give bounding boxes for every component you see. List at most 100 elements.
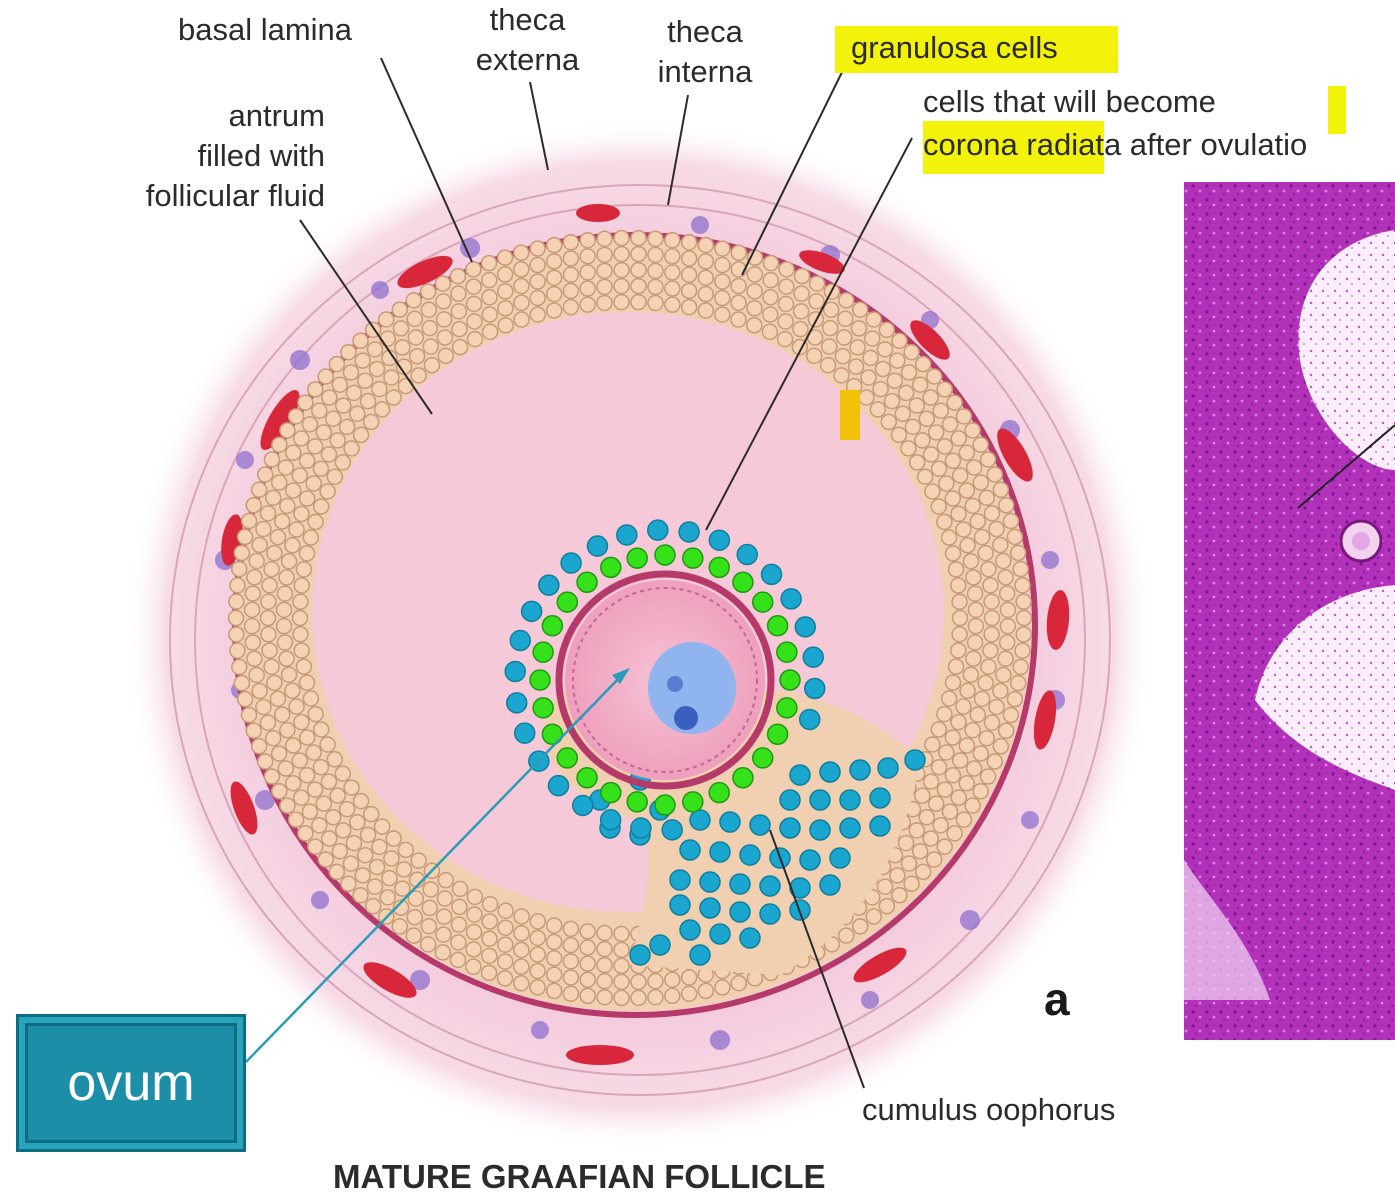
cell xyxy=(911,843,929,860)
ovum-pointer xyxy=(245,671,626,1063)
cell xyxy=(306,781,324,798)
cell xyxy=(613,293,630,311)
cell xyxy=(914,863,932,881)
label-theca-externa-line1: theca xyxy=(489,2,566,37)
cell xyxy=(916,468,934,485)
cell xyxy=(284,775,302,792)
cell xyxy=(259,609,277,627)
cell xyxy=(669,869,691,891)
cell xyxy=(317,368,335,385)
cell xyxy=(964,422,981,439)
cell xyxy=(297,394,314,411)
cell xyxy=(682,547,704,569)
cell xyxy=(982,642,999,659)
cell xyxy=(874,360,892,378)
cell xyxy=(317,851,335,868)
cell xyxy=(793,285,810,302)
label-theca-interna-line2: interna xyxy=(657,54,753,89)
cell xyxy=(983,609,1001,627)
cell xyxy=(529,946,546,963)
cell xyxy=(946,825,963,842)
cell xyxy=(944,545,962,562)
cell xyxy=(697,236,715,254)
cell xyxy=(435,311,453,328)
cell xyxy=(732,766,754,789)
cell xyxy=(936,781,954,798)
cell xyxy=(950,577,967,594)
label-basal-lamina: basal lamina xyxy=(178,12,353,47)
cell xyxy=(436,890,454,907)
cell xyxy=(261,642,278,659)
cell xyxy=(255,698,272,716)
cell xyxy=(465,295,483,313)
cell xyxy=(450,285,467,302)
cell xyxy=(664,248,681,265)
cell xyxy=(914,432,931,449)
cell xyxy=(579,296,596,313)
cell xyxy=(992,481,1010,498)
cell xyxy=(556,591,579,613)
cell xyxy=(908,822,926,839)
corona-radiata-cells xyxy=(529,544,801,816)
cell xyxy=(664,231,681,249)
cell xyxy=(708,529,731,551)
cell xyxy=(819,357,837,374)
cell xyxy=(562,234,580,251)
cell xyxy=(998,634,1016,651)
cell xyxy=(891,332,908,350)
cell xyxy=(918,410,936,428)
cell xyxy=(481,930,498,947)
cell xyxy=(944,767,962,784)
label-cumulus-oophorus: cumulus oophorus xyxy=(862,1092,1116,1127)
cell xyxy=(995,666,1012,684)
cell xyxy=(930,498,948,515)
cell xyxy=(392,320,410,337)
label-granulosa-cells: granulosa cells xyxy=(835,26,1118,73)
cell xyxy=(359,392,377,410)
cell xyxy=(246,650,263,668)
cell xyxy=(410,367,427,384)
cell xyxy=(385,389,402,406)
cell xyxy=(766,615,789,637)
cell xyxy=(980,560,997,578)
cell xyxy=(240,706,258,724)
cell xyxy=(889,352,906,369)
cell xyxy=(798,708,821,731)
cell xyxy=(998,722,1015,740)
cell xyxy=(930,759,948,776)
cell xyxy=(371,380,388,398)
cell xyxy=(362,413,380,431)
cell xyxy=(869,401,887,418)
cell xyxy=(858,389,875,406)
cell xyxy=(1015,609,1033,627)
nucleus xyxy=(648,642,736,734)
cell xyxy=(383,850,400,867)
cell xyxy=(809,789,831,811)
leader-lines xyxy=(299,57,913,1089)
cell xyxy=(305,475,322,492)
cell xyxy=(532,641,554,663)
cell xyxy=(697,269,715,286)
cell xyxy=(395,861,413,878)
cell xyxy=(714,240,731,257)
cell xyxy=(373,401,391,418)
cell xyxy=(759,875,781,897)
cell xyxy=(291,467,309,484)
cell xyxy=(244,585,262,602)
cell xyxy=(451,320,468,338)
cell xyxy=(922,446,940,463)
cell xyxy=(579,939,596,956)
cell xyxy=(321,830,338,847)
cell xyxy=(292,789,310,806)
cell xyxy=(280,552,298,570)
cell xyxy=(579,280,596,297)
cell xyxy=(466,906,483,923)
cell xyxy=(697,982,715,1000)
cell xyxy=(397,841,415,859)
cell xyxy=(295,658,313,675)
cell xyxy=(545,269,563,286)
cell xyxy=(823,936,841,953)
cell xyxy=(579,971,596,988)
label-theca-externa-line2: externa xyxy=(475,42,580,77)
cell xyxy=(680,234,698,251)
